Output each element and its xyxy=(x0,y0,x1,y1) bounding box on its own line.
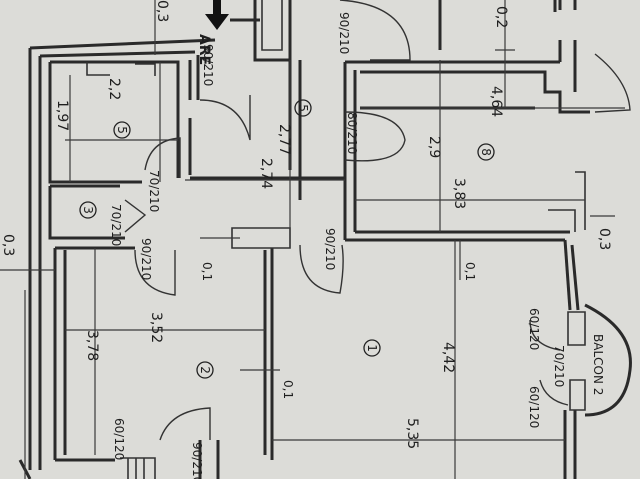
dimension-label: 0,1 xyxy=(463,262,477,281)
entry-label: ARE xyxy=(196,34,212,65)
dimension-label: 0,1 xyxy=(281,380,295,399)
room-5-marker xyxy=(294,99,312,117)
dimension-label: 2,74 xyxy=(258,158,274,189)
door-label: 90/210 xyxy=(323,228,337,270)
dimension-label: 5,35 xyxy=(404,418,420,449)
dimension-labels: 0,3 0,2 4,64 2,2 1,97 2,77 2,74 2,9 3,83… xyxy=(0,0,612,449)
dimension-lines xyxy=(0,0,625,479)
dimension-label: 2,9 xyxy=(426,136,442,158)
dimension-label: 1,97 xyxy=(54,100,70,131)
door-label: 60/120 xyxy=(112,418,126,460)
room-5-label: 5 xyxy=(296,104,310,112)
door-labels: 90/210 90/210 80/210 70/210 70/210 90/21… xyxy=(109,12,566,479)
dimension-label: 0,3 xyxy=(596,228,612,250)
dimension-label: 0,1 xyxy=(200,262,214,281)
dimension-label: 0,3 xyxy=(0,234,16,256)
door-label: 90/210 xyxy=(337,12,351,54)
room-1-label: 1 xyxy=(365,344,379,352)
dimension-label: 0,3 xyxy=(154,0,170,22)
room-3-label: 3 xyxy=(81,206,95,214)
door-label: 70/210 xyxy=(109,204,123,246)
room-2-label: 2 xyxy=(198,366,212,374)
door-label: 90/210 xyxy=(190,442,204,479)
dimension-label: 3,52 xyxy=(148,312,164,343)
room-4-marker xyxy=(113,121,131,139)
door-label: 60/120 xyxy=(527,386,541,428)
room-2-marker xyxy=(196,361,214,379)
door-label: 60/120 xyxy=(527,308,541,350)
door-swings xyxy=(124,0,631,441)
door-label: 70/210 xyxy=(552,345,566,387)
dimension-label: 2,2 xyxy=(106,78,122,100)
door-label: 90/210 xyxy=(201,44,215,86)
balcony-label: BALCON 2 xyxy=(591,334,605,395)
entry-arrow-icon xyxy=(205,0,229,30)
room-4-label: 5 xyxy=(115,126,129,134)
door-label: 90/210 xyxy=(139,238,153,280)
dimension-label: 4,64 xyxy=(488,86,504,117)
room-8-label: 8 xyxy=(479,148,493,156)
room-3-marker xyxy=(79,201,97,219)
dimension-label: 4,42 xyxy=(440,342,456,373)
door-label: 70/210 xyxy=(147,170,161,212)
room-markers: 5 3 5 8 2 1 xyxy=(79,99,495,379)
room-8-marker xyxy=(477,143,495,161)
dimension-label: 0,2 xyxy=(493,6,509,28)
dimension-label: 2,77 xyxy=(276,124,292,155)
door-label: 80/210 xyxy=(345,112,359,154)
room-1-marker xyxy=(363,339,381,357)
dimension-label: 3,83 xyxy=(451,178,467,209)
dimension-label: 3,78 xyxy=(84,330,100,361)
